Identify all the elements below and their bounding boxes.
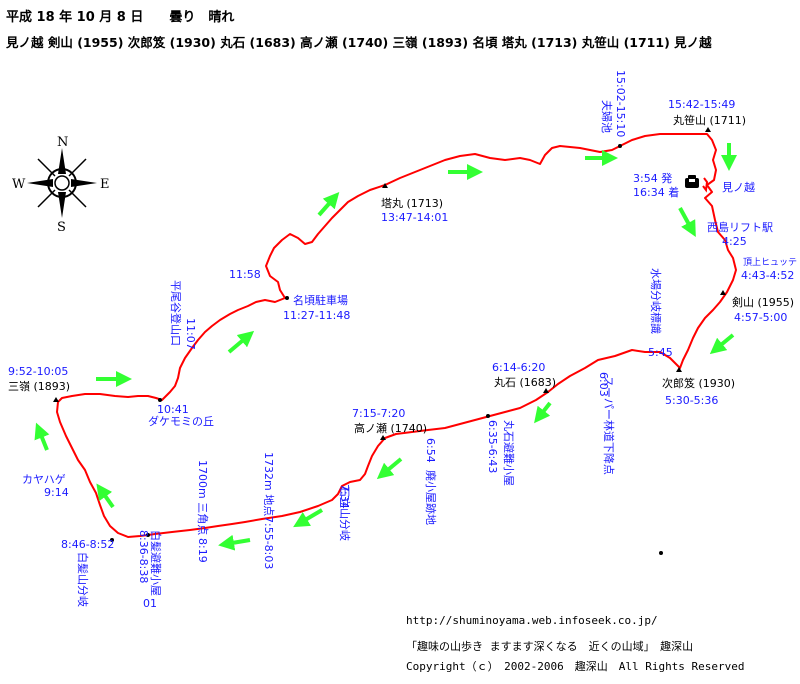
chojo-name: 頂上ヒュッテ	[743, 257, 797, 268]
p1700-label: 1700m 三角点 8:19	[196, 460, 209, 563]
svg-text:6:54: 6:54	[424, 438, 437, 463]
kayahage-name: カヤハゲ	[22, 473, 66, 486]
svg-text:夫婦池: 夫婦池	[600, 100, 614, 133]
sanrei-time: 9:52-10:05	[8, 365, 68, 378]
svg-text:1700m 三角点: 1700m 三角点	[196, 460, 209, 535]
tomaru-time: 13:47-14:01	[381, 211, 448, 224]
tsurugi-time: 4:57-5:00	[734, 311, 787, 324]
svg-text:スーパー林道下降点: スーパー林道下降点	[602, 376, 616, 475]
dakemomi-name: ダケモミの丘	[148, 414, 214, 428]
compass-e: E	[100, 177, 110, 192]
maruishi-hut-label: 6:35-6:43 丸石避難小屋	[486, 420, 516, 486]
compass-w: W	[12, 177, 26, 192]
minokoshi-loop	[702, 177, 709, 193]
ishidate-label: 7:34 石立山分岐	[338, 484, 352, 541]
svg-text:5:45: 5:45	[648, 346, 673, 359]
depart-time: 3:54 発	[633, 171, 672, 185]
svg-text:廃小屋跡地: 廃小屋跡地	[424, 470, 438, 525]
chojo-time: 4:43-4:52	[741, 269, 794, 282]
svg-text:白髪避難小屋: 白髪避難小屋	[149, 530, 163, 596]
tsurugi-name: 剣山 (1955)	[732, 296, 794, 309]
svg-text:平尾谷登山口: 平尾谷登山口	[169, 280, 183, 346]
time-1158: 11:58	[229, 268, 261, 281]
maruishi-time: 6:14-6:20	[492, 361, 545, 374]
svg-text:7:34: 7:34	[338, 484, 351, 509]
nishijima-name: 西島リフト駅	[707, 220, 773, 234]
svg-text:1732m 地点: 1732m 地点	[262, 452, 275, 516]
svg-text:8:19: 8:19	[196, 538, 209, 563]
fufuike-label: 15:02-15:10 夫婦池	[600, 70, 627, 137]
footer-site: 「趣味の山歩き ますます深くなる 近くの山域」 趣深山	[406, 640, 694, 653]
super-rindo-label: 6:03 スーパー林道下降点	[597, 372, 616, 475]
waypoint-dots	[110, 144, 663, 555]
hirao-label: 平尾谷登山口 11:07	[169, 280, 197, 350]
nagoro-name: 名頃駐車場	[293, 293, 348, 307]
jiro-name: 次郎笈 (1930)	[662, 376, 735, 390]
svg-text:6:03: 6:03	[597, 372, 610, 397]
marusasa-time: 15:42-15:49	[668, 98, 735, 111]
maruishi-name: 丸石 (1683)	[494, 376, 556, 389]
shiraga-branch-name: 白髪山分岐	[76, 552, 90, 607]
minokoshi-label: 見ノ越	[722, 180, 755, 194]
dakemomi-time: 10:41	[157, 403, 189, 416]
svg-text:15:02-15:10: 15:02-15:10	[614, 70, 627, 137]
shiraga-branch-time: 8:46-8:52	[61, 538, 114, 551]
svg-text:8:36-8:38: 8:36-8:38	[137, 530, 150, 583]
svg-text:6:35-6:43: 6:35-6:43	[486, 420, 499, 473]
direction-arrows	[34, 143, 737, 551]
car-icon	[685, 175, 699, 188]
footer-copyright: Copyright（ｃ） 2002-2006 趣深山 All Rights Re…	[406, 660, 745, 673]
haigoya-label: 6:54 廃小屋跡地	[424, 438, 438, 525]
tomaru-name: 塔丸 (1713)	[381, 197, 443, 210]
arrive-time: 16:34 着	[633, 185, 679, 199]
svg-text:7:55-8:03: 7:55-8:03	[262, 516, 275, 569]
svg-text:石立山分岐: 石立山分岐	[338, 486, 352, 541]
takanose-time: 7:15-7:20	[352, 407, 405, 420]
svg-text:水場分岐標識: 水場分岐標識	[649, 268, 663, 334]
peak-markers	[53, 127, 726, 440]
takanose-name: 高ノ瀬 (1740)	[354, 421, 427, 435]
compass-rose: N S W E	[12, 135, 110, 235]
compass-n: N	[57, 135, 68, 150]
hiking-route	[56, 133, 737, 538]
svg-text:丸石避難小屋: 丸石避難小屋	[502, 420, 516, 486]
kayahage-time: 9:14	[44, 486, 69, 499]
jiro-time: 5:30-5:36	[665, 394, 718, 407]
route-summary-line: 見ノ越 剣山 (1955) 次郎笈 (1930) 丸石 (1683) 高ノ瀬 (…	[6, 35, 712, 50]
compass-s: S	[57, 220, 66, 235]
shiraga-hut-label: 8:36-8:38 白髪避難小屋 01	[137, 530, 163, 610]
p1732-label: 1732m 地点 7:55-8:03	[262, 452, 275, 569]
nagoro-time: 11:27-11:48	[283, 309, 350, 322]
nishijima-time: 4:25	[722, 235, 747, 248]
date-weather-line: 平成 18 年 10 月 8 日 曇り 晴れ	[6, 10, 235, 25]
mizuba-label: 水場分岐標識 5:45	[648, 268, 673, 359]
svg-text:01: 01	[143, 597, 157, 610]
svg-text:11:07: 11:07	[184, 318, 197, 350]
footer-url[interactable]: http://shuminoyama.web.infoseek.co.jp/	[406, 614, 658, 627]
sanrei-name: 三嶺 (1893)	[8, 380, 70, 393]
marusasa-name: 丸笹山 (1711)	[673, 114, 746, 127]
